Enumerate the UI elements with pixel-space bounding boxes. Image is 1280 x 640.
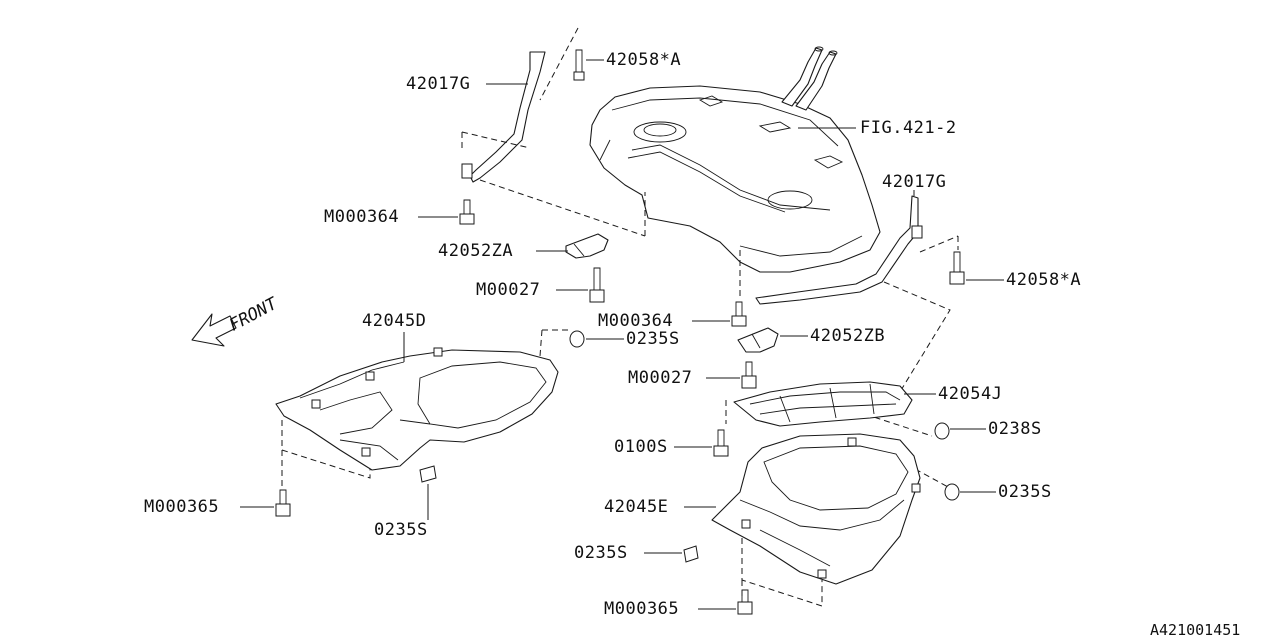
label-42054j: 42054J (938, 384, 1003, 404)
bracket-za (565, 233, 609, 259)
front-arrow-icon (191, 313, 237, 347)
label-m000365-right: M000365 (604, 599, 680, 619)
protector-right (711, 433, 921, 585)
label-42058a-top: 42058*A (606, 50, 682, 70)
label-fig-421-2: FIG.421-2 (860, 118, 957, 138)
label-m000364-left: M000364 (324, 207, 400, 227)
label-42045d: 42045D (362, 311, 427, 331)
label-42052zb: 42052ZB (810, 326, 886, 346)
label-42017g-right: 42017G (882, 172, 947, 192)
label-42045e: 42045E (604, 497, 669, 517)
bracket-zb (737, 327, 779, 353)
fasteners (275, 49, 965, 615)
protector-left (275, 347, 559, 471)
label-0235s-c: 0235S (374, 520, 428, 540)
strap-left (461, 51, 546, 183)
label-m000364-right: M000364 (598, 311, 674, 331)
label-0235s-d: 0235S (574, 543, 628, 563)
label-0235s-b: 0235S (998, 482, 1052, 502)
label-m00027-left: M00027 (476, 280, 541, 300)
label-m00027-right: M00027 (628, 368, 693, 388)
leader-lines (240, 59, 1004, 610)
document-id: A421001451 (1150, 621, 1241, 639)
strap-right (755, 195, 923, 305)
label-m000365-left: M000365 (144, 497, 220, 517)
label-0100s: 0100S (614, 437, 668, 457)
label-42017g-left: 42017G (406, 74, 471, 94)
fuel-tank (589, 46, 881, 273)
label-0235s-a: 0235S (626, 329, 680, 349)
label-42058a-right: 42058*A (1006, 270, 1082, 290)
protector-center (733, 381, 913, 427)
label-0238s: 0238S (988, 419, 1042, 439)
label-42052za: 42052ZA (438, 241, 514, 261)
